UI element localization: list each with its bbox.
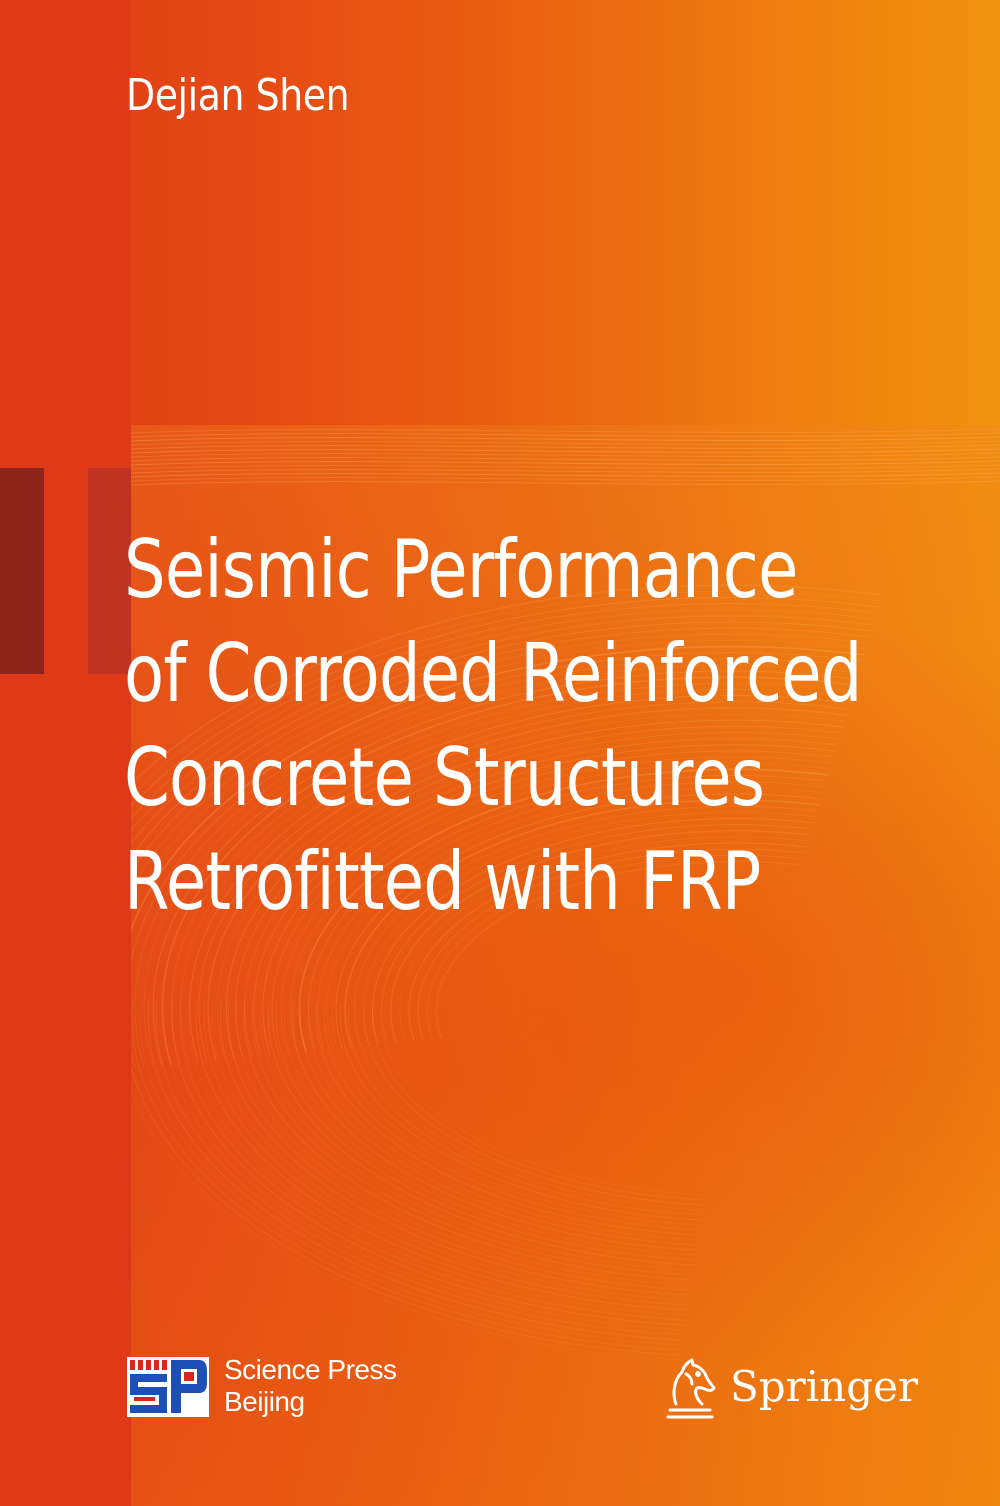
title-marker-light — [88, 468, 131, 674]
title-line-4: Retrofitted with FRP — [124, 835, 761, 928]
science-press-line1: Science Press — [224, 1354, 397, 1385]
science-press-line2: Beijing — [224, 1386, 305, 1417]
cover-left-band — [0, 0, 131, 1506]
science-press-label: Science Press Beijing — [224, 1354, 397, 1418]
title-line-2: of Corroded Reinforced — [124, 627, 862, 720]
book-title: Seismic Performance of Corroded Reinforc… — [124, 518, 977, 934]
author-name: Dejian Shen — [126, 70, 350, 121]
springer-wordmark: Springer — [730, 1362, 919, 1411]
title-line-1: Seismic Performance — [124, 523, 798, 616]
title-line-3: Concrete Structures — [124, 731, 765, 824]
swirl-artwork — [131, 425, 1000, 1506]
science-press-logo-icon — [127, 1357, 209, 1417]
springer-horse-icon — [666, 1358, 716, 1419]
title-marker-dark — [0, 468, 44, 674]
